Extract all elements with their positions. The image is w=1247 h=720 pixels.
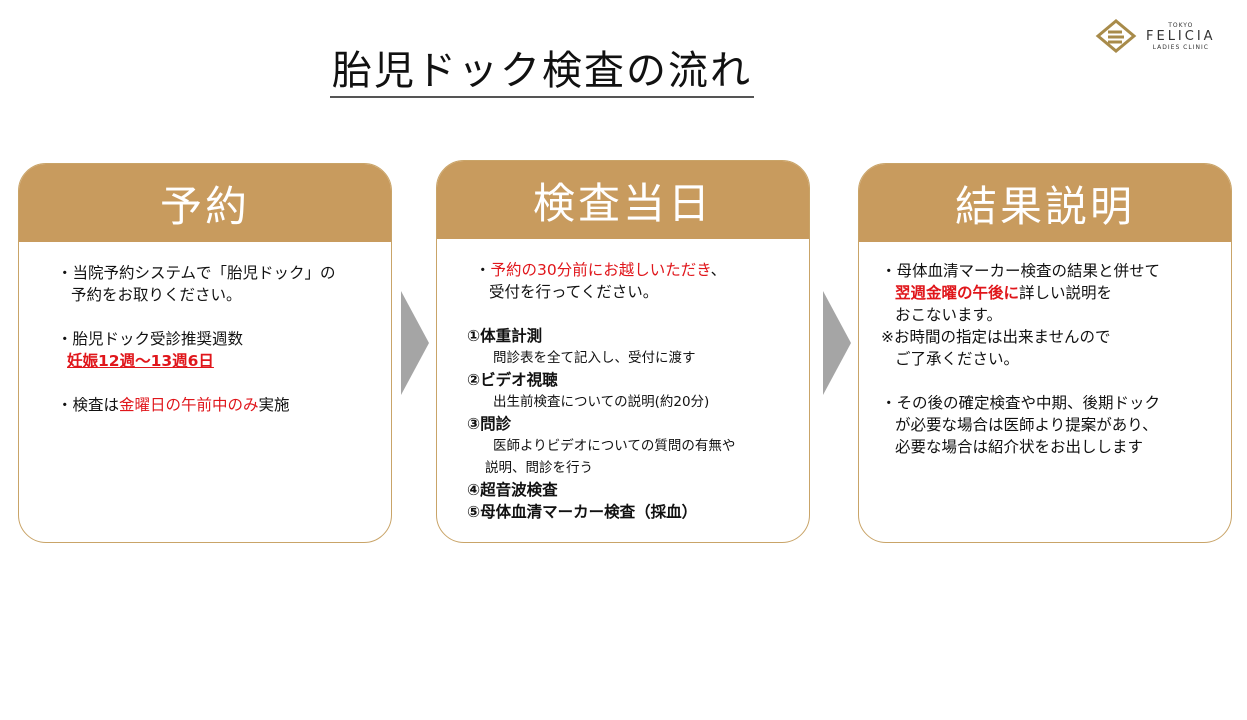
- text-line: が必要な場合は医師より提案があり、: [895, 416, 1158, 434]
- card-header: 予約: [19, 164, 391, 242]
- card-exam-day: 検査当日 ・予約の30分前にお越しいただき、 受付を行ってください。 ①体重計測…: [436, 160, 810, 543]
- logo-main: FELICIA: [1146, 28, 1216, 44]
- text-line: ・予約の30分前にお越しいただき、: [475, 261, 727, 279]
- card-header: 結果説明: [859, 164, 1231, 242]
- page-title: 胎児ドック検査の流れ: [330, 46, 754, 98]
- step-3-desc: 医師よりビデオについての質問の有無や: [493, 438, 736, 454]
- step-1: ①体重計測: [467, 327, 543, 345]
- recommended-weeks: 妊娠12週～13週6日: [67, 352, 214, 370]
- text-line: 受付を行ってください。: [489, 283, 659, 301]
- text-line: 翌週金曜の午後に詳しい説明を: [895, 284, 1113, 302]
- text-line: ・その後の確定検査や中期、後期ドック: [881, 394, 1161, 412]
- step-1-desc: 問診表を全て記入し、受付に渡す: [493, 350, 696, 366]
- logo-top: TOKYO: [1168, 21, 1194, 29]
- card-results: 結果説明 ・母体血清マーカー検査の結果と併せて 翌週金曜の午後に詳しい説明を お…: [858, 163, 1232, 543]
- text-line: ※お時間の指定は出来ませんので: [881, 328, 1111, 346]
- text-line: ・母体血清マーカー検査の結果と併せて: [881, 262, 1161, 280]
- logo-mark-icon: [1095, 19, 1137, 53]
- clinic-logo: TOKYO FELICIA LADIES CLINIC: [1094, 18, 1216, 54]
- text-line: ・当院予約システムで「胎児ドック」の: [57, 264, 336, 282]
- step-2-desc: 出生前検査についての説明(約20分): [493, 394, 710, 410]
- text-line: ご了承ください。: [895, 350, 1020, 368]
- logo-sub: LADIES CLINIC: [1152, 43, 1209, 51]
- arrow-right-icon: [823, 291, 851, 395]
- step-4: ④超音波検査: [467, 481, 558, 499]
- step-3: ③問診: [467, 415, 512, 433]
- card-reservation: 予約 ・当院予約システムで「胎児ドック」の 予約をお取りください。 ・胎児ドック…: [18, 163, 392, 543]
- arrow-right-icon: [401, 291, 429, 395]
- step-5: ⑤母体血清マーカー検査（採血）: [467, 503, 698, 521]
- text-line: おこないます。: [895, 306, 1002, 324]
- step-3-desc: 説明、問診を行う: [485, 460, 593, 476]
- text-line: 予約をお取りください。: [71, 286, 242, 304]
- card-header: 検査当日: [437, 161, 809, 239]
- step-2: ②ビデオ視聴: [467, 371, 558, 389]
- text-line: 必要な場合は紹介状をお出しします: [895, 438, 1144, 456]
- text-line: ・検査は金曜日の午前中のみ実施: [57, 396, 290, 414]
- text-line: ・胎児ドック受診推奨週数: [57, 330, 244, 348]
